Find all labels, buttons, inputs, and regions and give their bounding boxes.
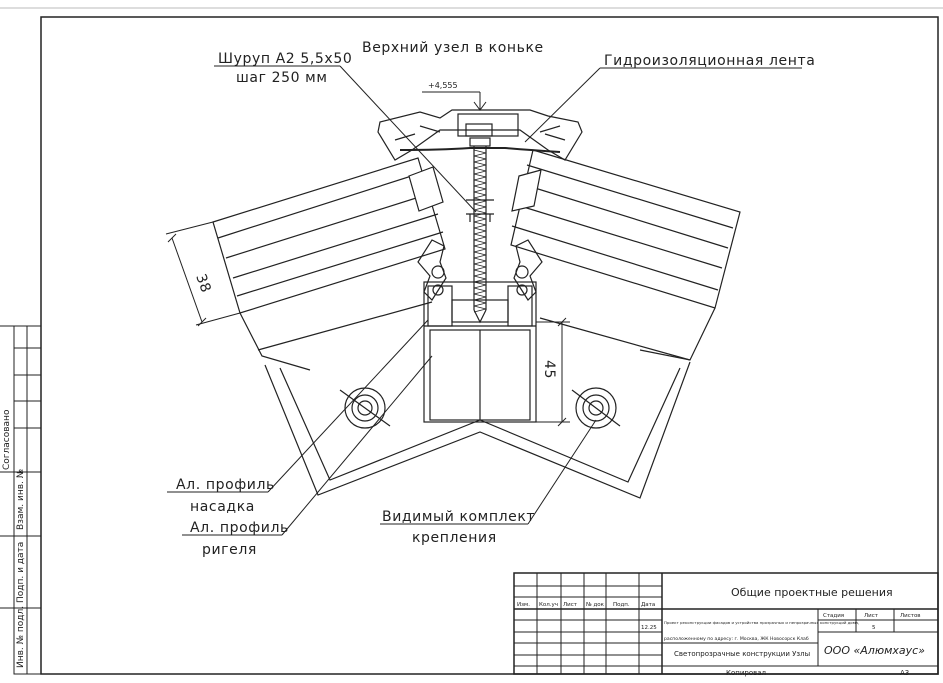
cap-profile <box>377 109 583 161</box>
title-block-headers: Изм. Кол.уч Лист № док Подп. Дата <box>517 602 655 608</box>
screw <box>466 137 494 324</box>
right-fastener <box>571 387 621 429</box>
hdr-date: Дата <box>641 602 655 608</box>
dim-38-text: 38 <box>192 272 214 295</box>
hdr-izm: Изм. <box>517 602 530 608</box>
right-clamp <box>513 239 543 301</box>
leader-lines <box>167 65 802 536</box>
dimension-45 <box>536 317 570 427</box>
cap-profile-label-1: Ал. профиль <box>176 477 275 493</box>
title-block <box>513 572 939 675</box>
sheet-frame <box>40 16 939 675</box>
screw-thread <box>473 149 487 313</box>
rail-profile-label-1: Ал. профиль <box>190 520 289 536</box>
dim-45-text: 45 <box>541 360 557 379</box>
left-clamp <box>417 239 447 301</box>
project-line-2: расположенному по адресу: г. Москва, ЖК … <box>664 636 809 642</box>
project-line-1: Проект реконструкции фасадов и устройств… <box>664 620 859 625</box>
cap-profile-label-2: насадка <box>190 499 255 515</box>
hdr-sign: Подп. <box>613 602 630 608</box>
hdr-doc: № док <box>586 602 605 608</box>
tape-label: Гидроизоляционная лента <box>604 53 815 69</box>
central-rail <box>423 281 537 423</box>
side-agreed: Согласовано <box>2 409 12 470</box>
elevation-mark <box>422 91 487 111</box>
fastener-label-1: Видимый комплект <box>382 509 535 525</box>
section-name: Светопрозрачные конструкции Узлы <box>674 650 810 658</box>
dimension-38 <box>165 221 241 327</box>
date-value: 12.25 <box>641 625 657 631</box>
stage-label: Стадия <box>823 613 844 619</box>
node-title: Верхний узел в коньке <box>362 40 544 56</box>
side-sign-date: Подп. и дата <box>16 542 26 603</box>
company-name: ООО «Алюмхаус» <box>824 644 925 657</box>
screw-label-2: шаг 250 мм <box>236 70 328 86</box>
side-replace-inv: Взам. инв. № <box>16 469 26 530</box>
screw-label-1: Шуруп А2 5,5х50 <box>218 51 352 67</box>
sheet-number: 5 <box>872 625 876 631</box>
right-panel <box>510 149 741 361</box>
left-fastener <box>339 387 391 429</box>
lower-rafters <box>264 361 691 499</box>
rail-profile-label-2: ригеля <box>202 542 257 558</box>
side-stamp <box>0 325 42 675</box>
fastener-label-2: крепления <box>412 530 497 546</box>
doc-title: Общие проектные решения <box>731 586 893 599</box>
sheets-label: Листов <box>900 613 921 619</box>
elevation-value: +4,555 <box>428 81 458 90</box>
side-inv-orig: Инв. № подл. <box>16 606 26 668</box>
sheet-label: Лист <box>864 613 879 619</box>
format-label: А3 <box>900 669 909 677</box>
hdr-list: Лист <box>563 602 578 608</box>
copied-label: Копировал <box>726 669 766 677</box>
hdr-kol: Кол.уч <box>539 602 558 608</box>
left-panel <box>212 157 446 371</box>
